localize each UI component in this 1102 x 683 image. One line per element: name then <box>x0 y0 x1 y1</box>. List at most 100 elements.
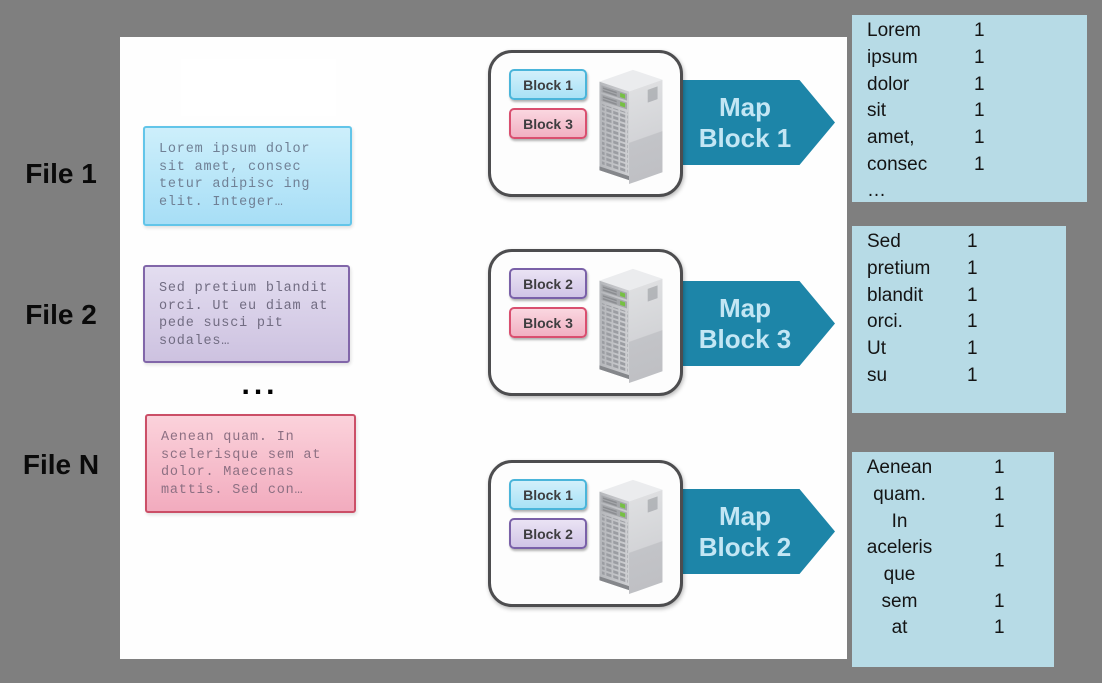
count: 1 <box>967 231 978 253</box>
word: at <box>891 617 908 639</box>
word: dolor <box>867 73 910 95</box>
word: sem <box>881 590 918 612</box>
count: 1 <box>974 153 985 175</box>
file-n-text-line: mattis. Sed con… <box>161 482 304 498</box>
file-n-label: File N <box>22 449 100 480</box>
word: Lorem <box>867 20 921 42</box>
map-arrow-label: Map Block 1 <box>666 80 824 165</box>
map-block-3-arrow: Map Block 3 <box>666 281 835 366</box>
server-tower-icon <box>587 470 671 598</box>
word-count-row: orci. 1 <box>852 309 1066 336</box>
word: ipsum <box>867 47 918 69</box>
count: 1 <box>974 127 985 149</box>
block-chip: Block 1 <box>509 479 587 510</box>
file-1-text-line: Lorem ipsum dolor <box>159 142 311 157</box>
file-n-content-box: Aenean quam. In scelerisque sem at dolor… <box>145 414 356 513</box>
file-n-text-line: dolor. Maecenas <box>161 465 295 480</box>
map-arrow-line2: Block 2 <box>698 531 792 562</box>
word: su <box>867 364 888 386</box>
word-count-row: Ut 1 <box>852 336 1066 363</box>
word-count-row: aceleris <box>852 535 1054 562</box>
map-arrow-line2: Block 1 <box>698 122 792 153</box>
word-count-row: consec 1 <box>852 151 1087 178</box>
count: 1 <box>994 457 1005 479</box>
file-2-text-line: sodales… <box>159 333 231 349</box>
count: 1 <box>974 47 985 69</box>
map-arrow-line1: Map <box>719 500 771 531</box>
file-n-text-line: Aenean quam. In <box>161 430 295 445</box>
map-block-2-arrow: Map Block 2 <box>666 489 835 574</box>
map-arrow-line2: Block 3 <box>698 323 792 354</box>
map-arrow-label: Map Block 2 <box>666 489 824 574</box>
file-2-text-line: pede susci pit <box>159 316 284 331</box>
file-1-text-line: elit. Integer… <box>159 194 284 210</box>
word-count-row: ipsum 1 <box>852 45 1087 72</box>
file-2-content-box: Sed pretium blandit orci. Ut eu diam at … <box>143 265 350 363</box>
count: 1 <box>994 590 1005 612</box>
count: 1 <box>967 364 978 386</box>
file-1-label: File 1 <box>25 158 97 189</box>
count: 1 <box>994 484 1005 506</box>
server-group-1: Block 1 Block 3 <box>488 50 683 197</box>
word: … <box>867 180 886 202</box>
word-count-row: sem 1 <box>852 588 1054 615</box>
count: 1 <box>974 100 985 122</box>
word-count-row: quam. 1 <box>852 482 1054 509</box>
word-count-row: pretium 1 <box>852 256 1066 283</box>
word-count-row: Aenean 1 <box>852 455 1054 482</box>
word: aceleris <box>866 537 933 559</box>
server-group-2: Block 2 Block 3 <box>488 249 683 396</box>
file-1-text-line: sit amet, consec <box>159 159 302 175</box>
file-2-text-line: Sed pretium blandit <box>159 281 329 296</box>
count: 1 <box>967 338 978 360</box>
count: 1 <box>967 311 978 333</box>
word-count-row: dolor 1 <box>852 71 1087 98</box>
server-tower-icon <box>587 60 671 188</box>
word: blandit <box>867 284 923 306</box>
file-n-text-line: scelerisque sem at <box>161 447 322 463</box>
file-2-text-line: orci. Ut eu diam at <box>159 298 329 314</box>
block-chip: Block 3 <box>509 108 587 139</box>
count: 1 <box>994 550 1005 572</box>
count: 1 <box>974 20 985 42</box>
block-chip-label: Block 3 <box>523 314 573 331</box>
server-group-3: Block 1 Block 2 <box>488 460 683 607</box>
block-chip: Block 3 <box>509 307 587 338</box>
word: consec <box>867 153 928 175</box>
word: Aenean <box>866 457 933 479</box>
word: pretium <box>867 258 931 280</box>
block-chip-label: Block 1 <box>523 486 573 503</box>
count: 1 <box>994 510 1005 532</box>
files-ellipsis: ... <box>241 368 279 401</box>
word-count-row: su 1 <box>852 362 1066 389</box>
server-tower-icon <box>587 259 671 387</box>
word: que <box>883 564 916 586</box>
file-1-text-line: tetur adipisc ing <box>159 177 311 192</box>
count: 1 <box>967 258 978 280</box>
block-chip: Block 2 <box>509 268 587 299</box>
word: amet, <box>867 127 915 149</box>
block-chip-label: Block 2 <box>523 525 573 542</box>
file-2-label: File 2 <box>25 299 97 330</box>
slide-placeholder-highlight <box>181 59 336 116</box>
word-count-row: … <box>852 178 1087 205</box>
block-chip-label: Block 3 <box>523 115 573 132</box>
word-count-row: que 1 <box>852 551 1054 589</box>
word-count-row: blandit 1 <box>852 282 1066 309</box>
block-chip: Block 2 <box>509 518 587 549</box>
word-count-row: amet, 1 <box>852 125 1087 152</box>
word: quam. <box>873 484 926 506</box>
block-chip-label: Block 2 <box>523 275 573 292</box>
word: Ut <box>867 338 886 360</box>
map-arrow-line1: Map <box>719 292 771 323</box>
count: 1 <box>967 284 978 306</box>
count: 1 <box>974 73 985 95</box>
word: orci. <box>867 311 903 333</box>
